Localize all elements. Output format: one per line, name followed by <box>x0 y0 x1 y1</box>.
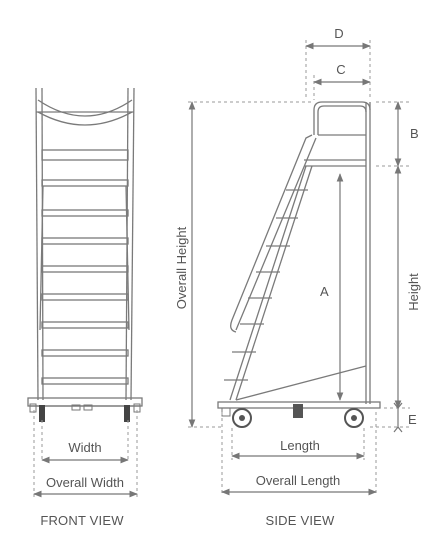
side-view-caption: SIDE VIEW <box>266 513 336 528</box>
front-wheels <box>29 403 141 422</box>
c-label: C <box>336 62 345 77</box>
overall-width-label: Overall Width <box>46 475 124 490</box>
e-label: E <box>408 412 417 427</box>
overall-height-label: Overall Height <box>174 226 189 309</box>
d-label: D <box>334 26 343 41</box>
a-label: A <box>320 284 329 299</box>
front-view-caption: FRONT VIEW <box>40 513 124 528</box>
width-label: Width <box>68 440 101 455</box>
front-extension-lines <box>33 410 138 498</box>
length-label: Length <box>280 438 320 453</box>
overall-length-label: Overall Length <box>256 473 341 488</box>
side-extension-lines <box>188 40 410 496</box>
b-label: B <box>410 126 419 141</box>
front-view <box>27 87 143 407</box>
side-view <box>217 101 381 409</box>
side-wheels <box>221 404 364 428</box>
height-label: Height <box>406 273 421 311</box>
